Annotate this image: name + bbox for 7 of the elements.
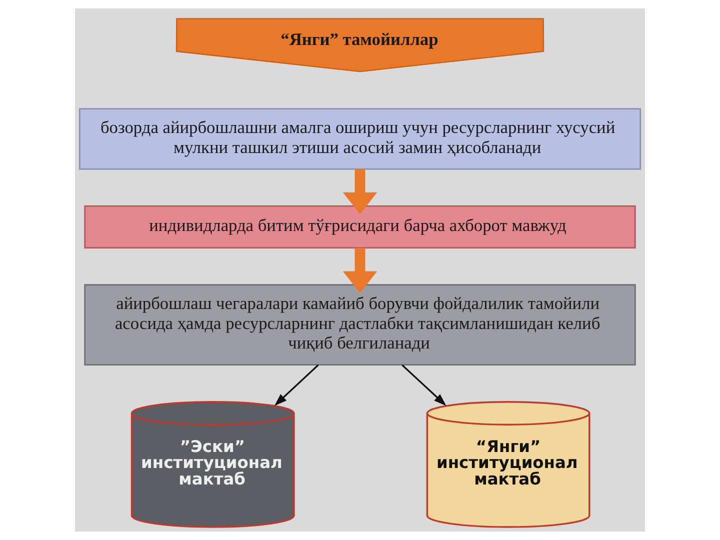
arrow bbox=[342, 169, 378, 214]
arrow bbox=[274, 364, 319, 406]
node-box: айирбошлаш чегаралари камайиб борувчи фойдалилик тамойили асосида ҳамда ресурсларнинг дастлабки тақсимланишидан келиб чиқиб белгиланади bbox=[84, 284, 636, 366]
arrow bbox=[402, 364, 446, 406]
node-box: индивидларда битим тўғрисидаги барча ахборот мавжуд bbox=[84, 205, 636, 248]
node-box: бозорда айирбошлашни амалга ошириш учун ресурсларнинг хусусий мулкни ташкил этиши асосий замин ҳисобланади bbox=[78, 108, 642, 170]
arrow bbox=[342, 248, 378, 294]
